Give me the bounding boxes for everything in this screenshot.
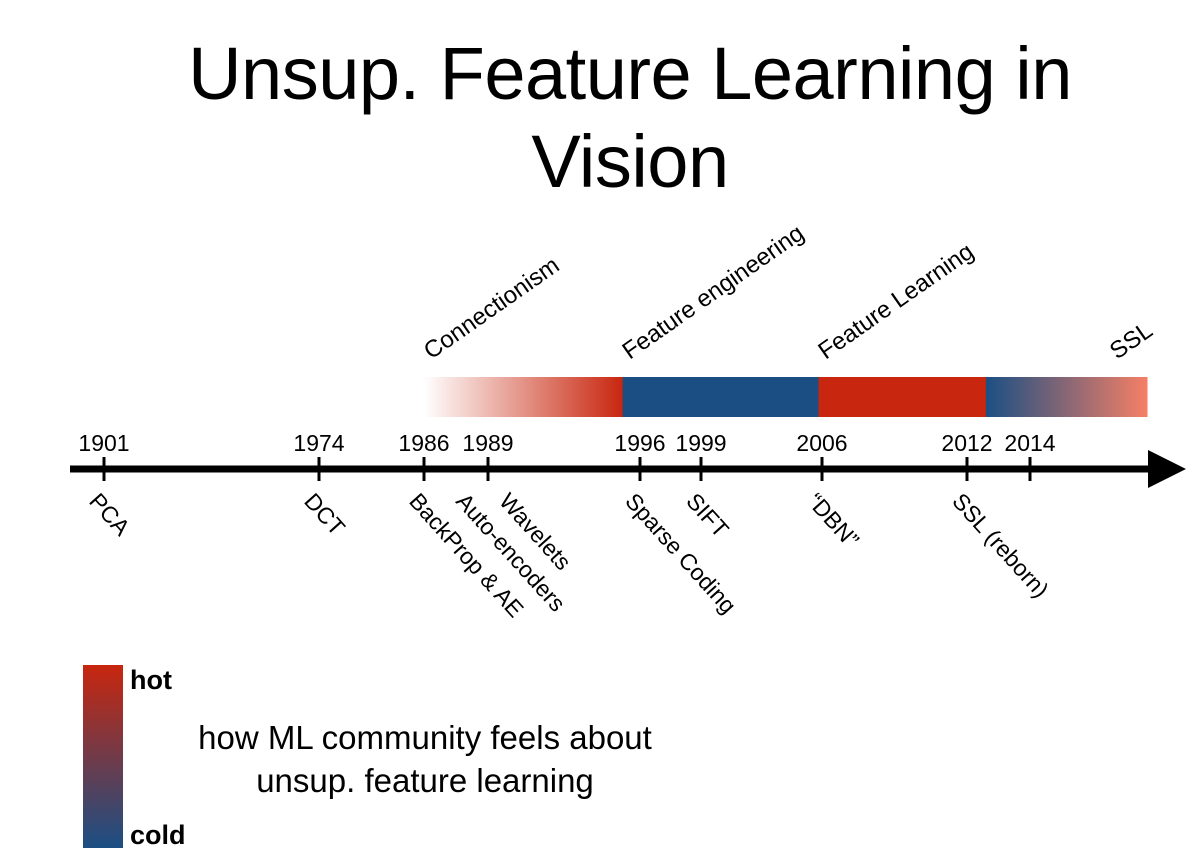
legend-color-bar [83, 665, 123, 848]
legend-cold-label: cold [130, 820, 186, 850]
year-ticks [102, 457, 1032, 481]
event-label-sparse-coding: Sparse Coding [620, 488, 741, 618]
time-axis [70, 450, 1186, 488]
era-label-feature-engineering: Feature engineering [618, 220, 809, 365]
event-label-dbn: “DBN” [802, 488, 864, 553]
legend-caption-line-2: unsup. feature learning [256, 762, 594, 799]
year-label-1986: 1986 [398, 430, 449, 456]
year-label-1901: 1901 [78, 430, 129, 456]
axis-arrow-head [1148, 450, 1186, 488]
event-label-dct: DCT [299, 488, 350, 541]
year-label-1974: 1974 [293, 430, 344, 456]
event-label-sift: SIFT [681, 488, 734, 542]
slide-title: Unsup. Feature Learning in Vision [188, 32, 1072, 203]
era-bar-connectionism [424, 377, 624, 417]
year-label-2012: 2012 [941, 430, 992, 456]
legend-caption: how ML community feels about unsup. feat… [155, 716, 695, 802]
event-label-ssl-reborn: SSL (reborn) [947, 488, 1054, 603]
year-label-1999: 1999 [675, 430, 726, 456]
era-label-feature-learning: Feature Learning [813, 238, 978, 365]
event-label-pca: PCA [84, 488, 135, 541]
era-bar-feature-engineering [622, 377, 820, 417]
era-label-ssl: SSL [1105, 317, 1158, 365]
year-label-2014: 2014 [1004, 430, 1055, 456]
era-label-connectionism: Connectionism [419, 252, 565, 365]
era-bars [424, 377, 1148, 417]
year-label-1989: 1989 [462, 430, 513, 456]
year-label-2006: 2006 [796, 430, 847, 456]
era-bar-feature-learning [818, 377, 987, 417]
year-label-1996: 1996 [614, 430, 665, 456]
legend-caption-line-1: how ML community feels about [198, 719, 652, 756]
year-labels: 1901 1974 1986 1989 1996 1999 2006 2012 2014 [78, 430, 1055, 456]
era-bar-ssl [985, 377, 1148, 417]
legend-hot-label: hot [130, 665, 172, 695]
